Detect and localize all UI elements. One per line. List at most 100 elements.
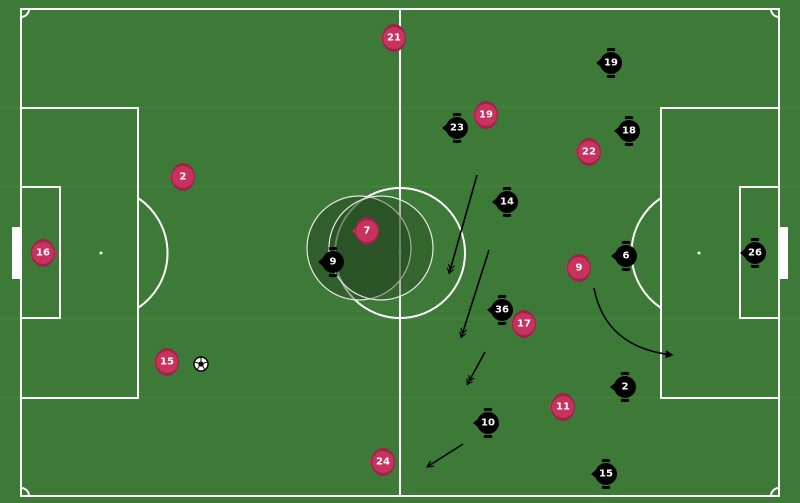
player-disc <box>446 117 468 139</box>
left-goal <box>12 227 21 279</box>
player-arcs <box>620 371 630 403</box>
player-disc <box>372 451 394 473</box>
player-number: 16 <box>36 248 50 259</box>
player-number: 19 <box>479 110 493 121</box>
runs <box>427 174 674 467</box>
player-disc <box>356 220 378 242</box>
player-number: 6 <box>623 251 630 262</box>
player-disc <box>578 141 600 163</box>
player-number: 9 <box>576 263 583 274</box>
player-number: 24 <box>376 457 390 468</box>
player-number: 10 <box>481 418 495 429</box>
pressure-zones <box>306 195 434 301</box>
player-disc <box>595 463 617 485</box>
pressure-zone-9 <box>306 195 412 301</box>
red-player-21[interactable]: 21 <box>379 24 406 52</box>
corner-arc-bl <box>20 487 30 497</box>
player-arcs <box>497 294 507 326</box>
player-number: 15 <box>599 469 613 480</box>
player-disc <box>513 313 535 335</box>
player-arcs <box>624 115 634 147</box>
player-disc <box>477 412 499 434</box>
player-number: 7 <box>364 226 371 237</box>
red-player-15[interactable]: 15 <box>152 348 179 376</box>
player-disc <box>475 104 497 126</box>
player-disc <box>383 27 405 49</box>
soccer-ball-icon[interactable] <box>193 356 209 372</box>
black-player-10[interactable]: 10 <box>473 407 499 439</box>
corner-arc-br <box>770 487 780 497</box>
black-player-14[interactable]: 14 <box>492 186 518 218</box>
player-number: 14 <box>500 197 514 208</box>
player-disc <box>172 166 194 188</box>
player-number: 17 <box>517 319 531 330</box>
player-disc <box>491 299 513 321</box>
pressure-zone-7 <box>328 195 434 301</box>
player-number: 21 <box>387 33 401 44</box>
corner-arc-tr <box>770 8 780 18</box>
black-player-23[interactable]: 23 <box>442 112 468 144</box>
player-disc <box>322 251 344 273</box>
player-arcs <box>502 186 512 218</box>
player-number: 18 <box>622 126 636 137</box>
red-player-16[interactable]: 16 <box>31 239 58 267</box>
player-disc <box>32 242 54 264</box>
player-number: 19 <box>604 58 618 69</box>
red-player-19[interactable]: 19 <box>471 101 498 129</box>
black-player-6[interactable]: 6 <box>611 240 637 272</box>
left-penalty-arc <box>137 197 169 309</box>
player-disc <box>600 52 622 74</box>
player-arcs <box>601 458 611 490</box>
black-player-15[interactable]: 15 <box>591 458 617 490</box>
player-disc <box>552 396 574 418</box>
right-goal <box>779 227 788 279</box>
player-number: 2 <box>622 382 629 393</box>
player-disc <box>614 376 636 398</box>
player-arcs <box>606 47 616 79</box>
pitch-spots <box>99 251 701 255</box>
player-disc <box>618 120 640 142</box>
black-player-18[interactable]: 18 <box>614 115 640 147</box>
red-player-24[interactable]: 24 <box>368 448 395 476</box>
red-player-9[interactable]: 9 <box>564 254 591 282</box>
player-disc <box>615 245 637 267</box>
right-penalty-spot <box>697 251 701 255</box>
run-arrow-3 <box>466 351 486 386</box>
player-disc <box>496 191 518 213</box>
player-number: 26 <box>748 248 762 259</box>
player-disc <box>568 257 590 279</box>
player-number: 23 <box>450 123 464 134</box>
centre-spot <box>398 251 402 255</box>
player-arcs <box>621 240 631 272</box>
run-arrow-2 <box>459 249 490 339</box>
corner-arc-tl <box>20 8 30 18</box>
red-player-2[interactable]: 2 <box>168 163 195 191</box>
black-player-36[interactable]: 36 <box>487 294 513 326</box>
run-arrow-4 <box>427 443 464 467</box>
black-player-9[interactable]: 9 <box>318 246 344 278</box>
black-player-2[interactable]: 2 <box>610 371 636 403</box>
black-player-26[interactable]: 26 <box>740 237 766 269</box>
red-player-11[interactable]: 11 <box>548 393 575 421</box>
black-player-19[interactable]: 19 <box>596 47 622 79</box>
red-player-17[interactable]: 17 <box>509 310 536 338</box>
player-number: 22 <box>582 147 596 158</box>
player-disc <box>156 351 178 373</box>
player-disc <box>744 242 766 264</box>
player-number: 36 <box>495 305 509 316</box>
player-arcs <box>452 112 462 144</box>
red-player-22[interactable]: 22 <box>574 138 601 166</box>
run-arrow-6 <box>593 287 674 359</box>
player-arcs <box>328 246 338 278</box>
player-number: 15 <box>160 357 174 368</box>
red-player-7[interactable]: 7 <box>352 217 379 245</box>
left-penalty-spot <box>99 251 103 255</box>
player-arcs <box>483 407 493 439</box>
run-arrow-1 <box>446 174 478 275</box>
player-number: 9 <box>330 257 337 268</box>
player-arcs <box>750 237 760 269</box>
player-number: 2 <box>180 172 187 183</box>
player-number: 11 <box>556 402 570 413</box>
